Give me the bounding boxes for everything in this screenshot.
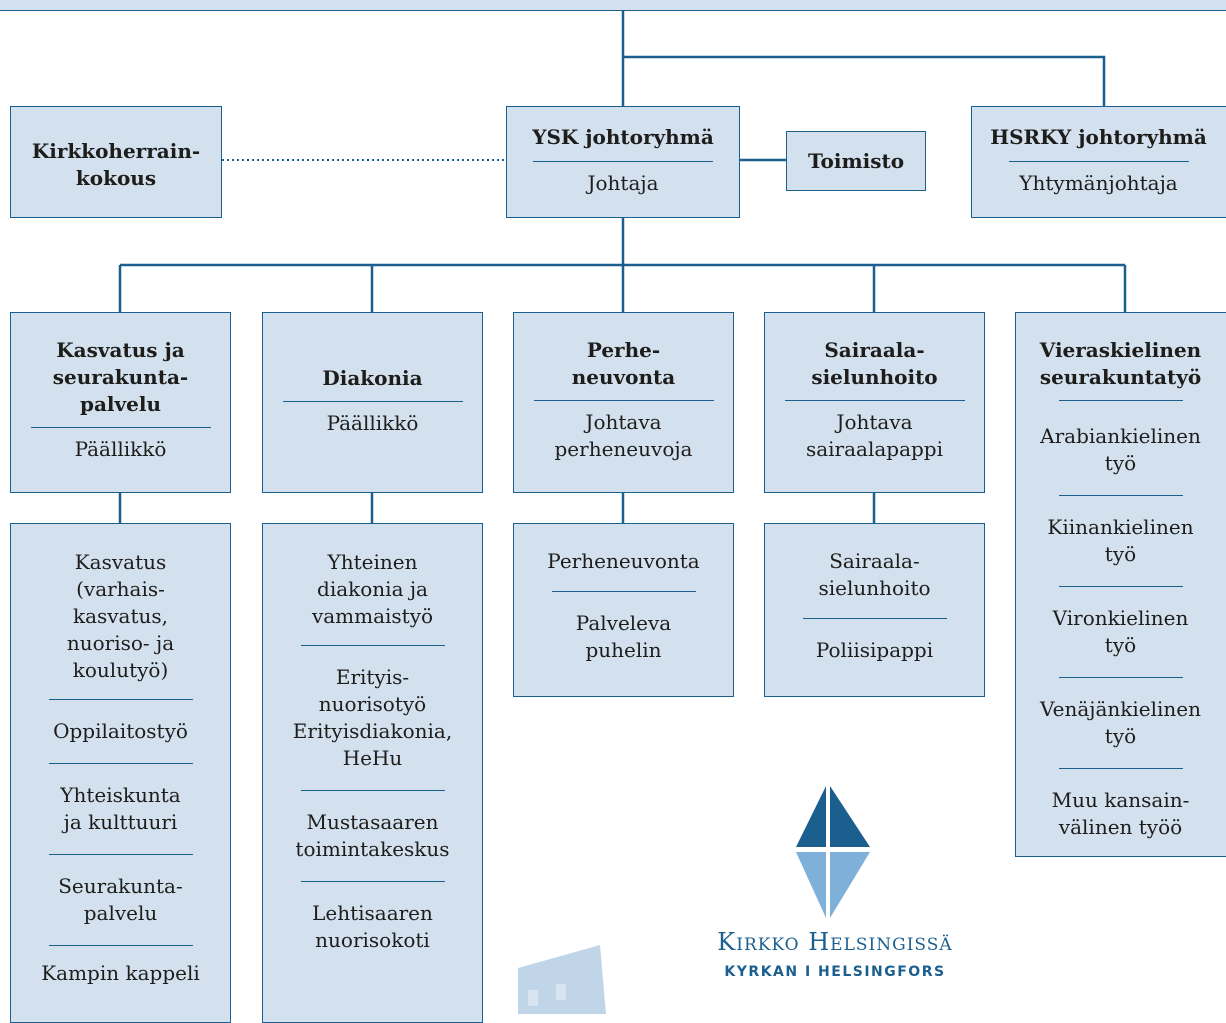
toimisto-box: Toimisto — [786, 131, 926, 191]
unit-perheneuvonta-list: Perheneuvonta Palveleva puhelin — [513, 523, 734, 697]
list-item: Kiinankielinen työ — [1047, 515, 1194, 566]
list-item: Yhteinen diakonia ja vammaistyö — [311, 550, 434, 628]
divider — [1008, 161, 1189, 162]
unit-sairaalasielunhoito-box: Sairaala- sielunhoito Johtava sairaalapa… — [764, 312, 985, 493]
divider — [300, 790, 445, 791]
unit-sairaalasielunhoito-title: Sairaala- sielunhoito — [811, 338, 938, 389]
list-item: Arabiankielinen työ — [1040, 424, 1201, 475]
hsrky-johtoryhma-title: HSRKY johtoryhmä — [990, 125, 1207, 149]
unit-diakonia-title: Diakonia — [322, 366, 423, 390]
divider — [48, 763, 193, 764]
list-item: Palveleva puhelin — [575, 611, 672, 662]
list-item: Muu kansain- välinen työö — [1051, 788, 1190, 839]
unit-diakonia-list: Yhteinen diakonia ja vammaistyö Erityis-… — [262, 523, 483, 1023]
hsrky-johtoryhma-box: HSRKY johtoryhmä Yhtymänjohtaja — [971, 106, 1226, 218]
divider — [48, 945, 193, 946]
logo-subtitle: KYRKAN I HELSINGFORS — [724, 964, 946, 980]
unit-sairaalasielunhoito-role: Johtava sairaalapappi — [805, 410, 944, 461]
list-item: Mustasaaren toimintakeskus — [295, 810, 450, 861]
unit-diakonia-box: Diakonia Päällikkö — [262, 312, 483, 493]
list-item: Poliisipappi — [815, 638, 934, 662]
list-item: Yhteiskunta ja kulttuuri — [60, 783, 181, 834]
divider — [802, 618, 947, 619]
unit-sairaalasielunhoito-list: Sairaala- sielunhoito Poliisipappi — [764, 523, 985, 697]
divider — [48, 854, 193, 855]
divider — [784, 400, 965, 401]
unit-diakonia-role: Päällikkö — [326, 411, 419, 435]
list-item: Lehtisaaren nuorisokoti — [312, 901, 433, 952]
divider — [533, 161, 713, 162]
kirkkoherrainkokous-title: Kirkkoherrain- kokous — [31, 139, 201, 190]
divider — [1058, 400, 1183, 401]
building-watermark-icon — [518, 945, 606, 1014]
divider — [1058, 586, 1183, 587]
list-item: Seurakunta- palvelu — [58, 874, 183, 925]
divider — [282, 401, 463, 402]
list-item: Oppilaitostyö — [53, 719, 188, 743]
divider — [300, 645, 445, 646]
connector-to-hsrky — [623, 55, 1106, 106]
divider — [1058, 677, 1183, 678]
divider — [1058, 495, 1183, 496]
divider — [1058, 768, 1183, 769]
toimisto-title: Toimisto — [807, 149, 905, 173]
hsrky-johtoryhma-role: Yhtymänjohtaja — [1019, 171, 1178, 195]
top-banner-box — [0, 0, 1226, 11]
church-logo-icon — [796, 786, 870, 918]
divider — [551, 591, 696, 592]
ysk-johtoryhma-role: Johtaja — [587, 171, 659, 195]
divider — [300, 881, 445, 882]
list-item: Perheneuvonta — [547, 549, 700, 573]
list-item: Erityis- nuorisotyö Erityisdiakonia, HeH… — [292, 665, 453, 770]
ysk-johtoryhma-box: YSK johtoryhmä Johtaja — [506, 106, 740, 218]
unit-vieraskielinen-box: Vieraskielinen seurakuntatyö Arabiankiel… — [1015, 312, 1226, 857]
unit-perheneuvonta-title: Perhe- neuvonta — [571, 338, 676, 389]
list-item: Kampin kappeli — [41, 961, 200, 985]
list-item: Sairaala- sielunhoito — [818, 549, 931, 600]
divider — [30, 427, 211, 428]
unit-perheneuvonta-role: Johtava perheneuvoja — [554, 410, 693, 461]
list-item: Vironkielinen työ — [1052, 606, 1189, 657]
unit-kasvatus-role: Päällikkö — [74, 437, 167, 461]
list-item: Kasvatus (varhais- kasvatus, nuoriso- ja… — [66, 550, 175, 682]
ysk-johtoryhma-title: YSK johtoryhmä — [532, 125, 714, 149]
list-item: Venäjänkielinen työ — [1040, 697, 1201, 748]
divider — [48, 699, 193, 700]
unit-kasvatus-title: Kasvatus ja seurakunta- palvelu — [52, 338, 189, 416]
unit-perheneuvonta-box: Perhe- neuvonta Johtava perheneuvoja — [513, 312, 734, 493]
kirkkoherrainkokous-box: Kirkkoherrain- kokous — [10, 106, 222, 218]
unit-kasvatus-list: Kasvatus (varhais- kasvatus, nuoriso- ja… — [10, 523, 231, 1023]
unit-vieraskielinen-title: Vieraskielinen seurakuntatyö — [1039, 338, 1202, 389]
logo-name: Kirkko Helsingissä — [717, 928, 953, 956]
divider — [533, 400, 714, 401]
unit-kasvatus-box: Kasvatus ja seurakunta- palvelu Päällikk… — [10, 312, 231, 493]
